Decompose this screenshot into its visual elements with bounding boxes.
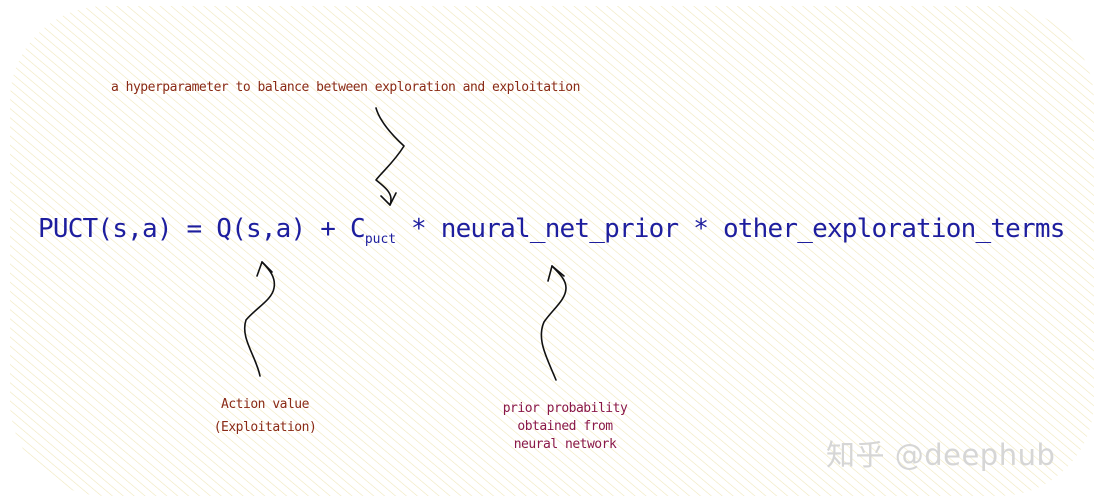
formula-other-term: other_exploration_terms (722, 214, 1065, 244)
formula-equals: = (186, 214, 203, 244)
formula-c-term: Cpuct (349, 214, 397, 247)
arrow-hyperparameter-to-cpuct (375, 107, 405, 206)
formula-q-term: Q(s,a) (216, 214, 306, 244)
arrow-prior-to-neural-net-prior (540, 265, 567, 381)
puct-formula: PUCT(s,a) = Q(s,a) + Cpuct * neural_net_… (38, 214, 1065, 247)
arrow-action-value-to-q (243, 261, 276, 377)
annotation-action-value-line-1: Action value (221, 397, 309, 412)
formula-times-2: * (693, 214, 709, 244)
annotation-prior-probability: prior probability obtained from neural n… (496, 400, 634, 454)
annotation-action-value: Action value (Exploitation) (206, 393, 324, 439)
annotation-prior-line-3: neural network (513, 437, 617, 452)
formula-prior-term: neural_net_prior (440, 214, 679, 244)
annotation-prior-line-2: obtained from (517, 419, 613, 434)
annotation-action-value-line-2: (Exploitation) (213, 420, 317, 435)
formula-lhs: PUCT(s,a) (38, 214, 172, 244)
formula-times-1: * (411, 214, 427, 244)
annotation-prior-line-1: prior probability (502, 401, 628, 416)
formula-c-subscript: puct (364, 232, 397, 247)
formula-plus: + (320, 214, 336, 244)
annotation-hyperparameter: a hyperparameter to balance between expl… (111, 80, 580, 95)
formula-c-main: C (349, 214, 366, 244)
hatched-background-panel (10, 6, 1094, 496)
watermark: 知乎 @deephub (826, 438, 1056, 472)
